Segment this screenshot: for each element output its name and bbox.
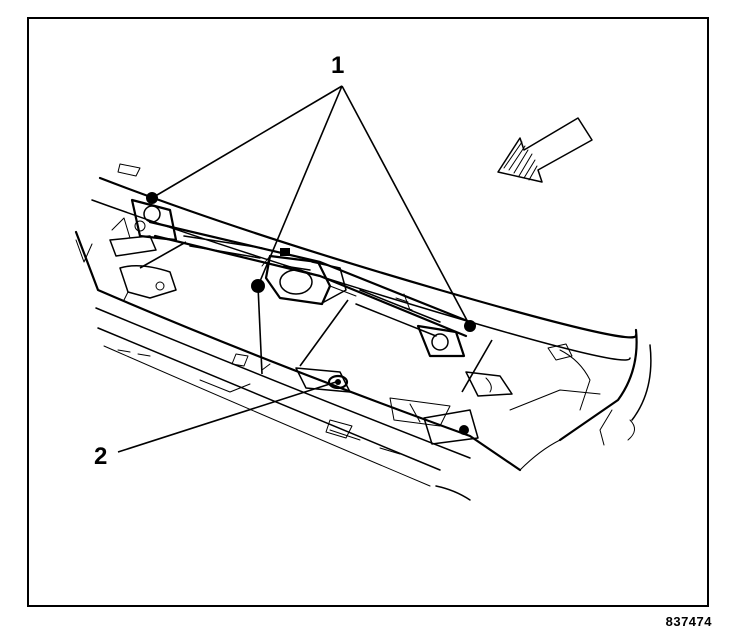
cowl-panel [74,163,652,501]
callout-2-label: 2 [94,443,108,470]
callout-2-leader [117,381,337,453]
wiper-motor [251,248,357,306]
callout-1-label: 1 [331,52,345,79]
figure-id: 837474 [665,614,712,629]
left-pivot [109,192,178,301]
lower-module [231,353,451,439]
right-pivot [416,320,573,445]
view-direction-arrow-icon [497,117,593,183]
callout-1-leaders [139,85,493,393]
figure-frame [27,17,709,607]
wiper-linkage [148,220,472,338]
